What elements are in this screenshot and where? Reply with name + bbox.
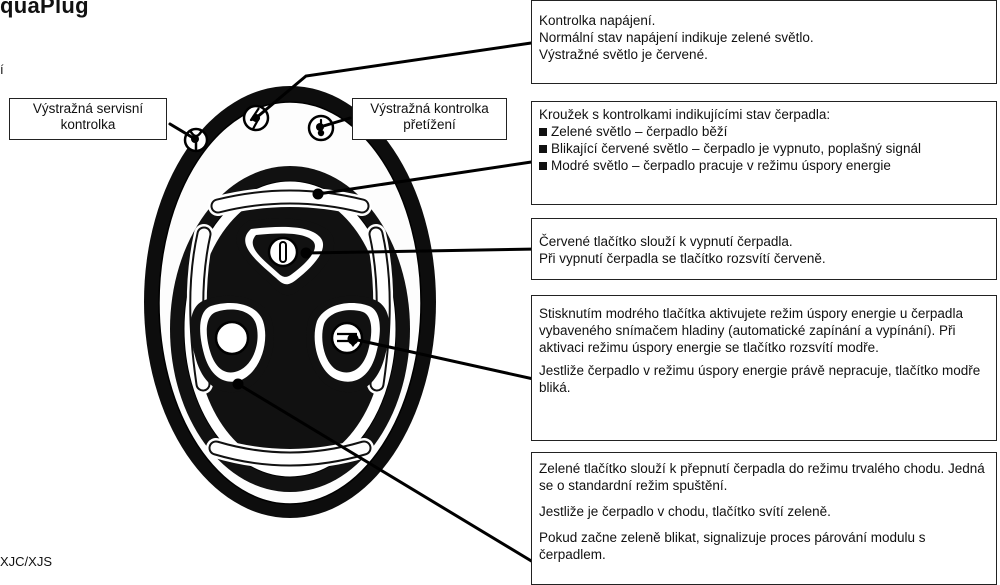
list-item: Blikající červené světlo – čerpadlo je v…	[539, 141, 989, 158]
cropped-text-fragment: í	[0, 62, 4, 77]
leader-green-button	[236, 382, 540, 567]
model-designation: XJC/XJS	[0, 554, 53, 569]
status-ring-segment	[210, 442, 370, 465]
status-ring-list: Zelené světlo – čerpadlo běží Blikající …	[539, 124, 989, 175]
list-item: Modré světlo – čerpadlo pracuje v režimu…	[539, 158, 989, 175]
leader-dot	[232, 378, 244, 390]
level-sensor-icon	[330, 321, 364, 355]
leader-blue-button	[351, 337, 540, 382]
page-title: quaPlug	[0, 0, 89, 18]
service-warning-label: Výstražná servisní kontrolka	[9, 98, 167, 140]
green-button-callout: Zelené tlačítko slouží k přepnutí čerpad…	[531, 452, 997, 585]
circle-icon	[214, 320, 250, 356]
red-button-callout: Červené tlačítko slouží k vypnutí čerpad…	[531, 218, 997, 280]
leader-dot	[312, 188, 324, 200]
overload-warning-label: Výstražná kontrolka přetížení	[352, 98, 507, 140]
blue-button-callout: Stisknutím modrého tlačítka aktivujete r…	[531, 295, 997, 441]
leader-power	[254, 40, 540, 120]
leader-overload	[318, 116, 352, 129]
callout-leaders	[168, 40, 540, 567]
leader-dot	[191, 135, 199, 143]
leader-dots	[191, 114, 359, 390]
status-ring-callout: Kroužek s kontrolkami indikujícími stav …	[531, 101, 997, 205]
leader-dot	[316, 123, 324, 131]
leader-ring	[316, 159, 540, 196]
status-ring-segment	[212, 191, 368, 212]
blue-eco-button[interactable]	[306, 295, 390, 393]
list-item: Zelené světlo – čerpadlo běží	[539, 124, 989, 141]
red-stop-button[interactable]	[236, 218, 335, 296]
leader-dot	[300, 247, 312, 259]
leader-dot	[347, 333, 359, 345]
leader-red-button	[304, 247, 540, 255]
power-indicator-callout: Kontrolka napájení. Normální stav napáje…	[531, 0, 997, 84]
green-run-button[interactable]	[190, 295, 274, 393]
leader-dot	[252, 114, 260, 122]
leader-service	[168, 122, 197, 141]
